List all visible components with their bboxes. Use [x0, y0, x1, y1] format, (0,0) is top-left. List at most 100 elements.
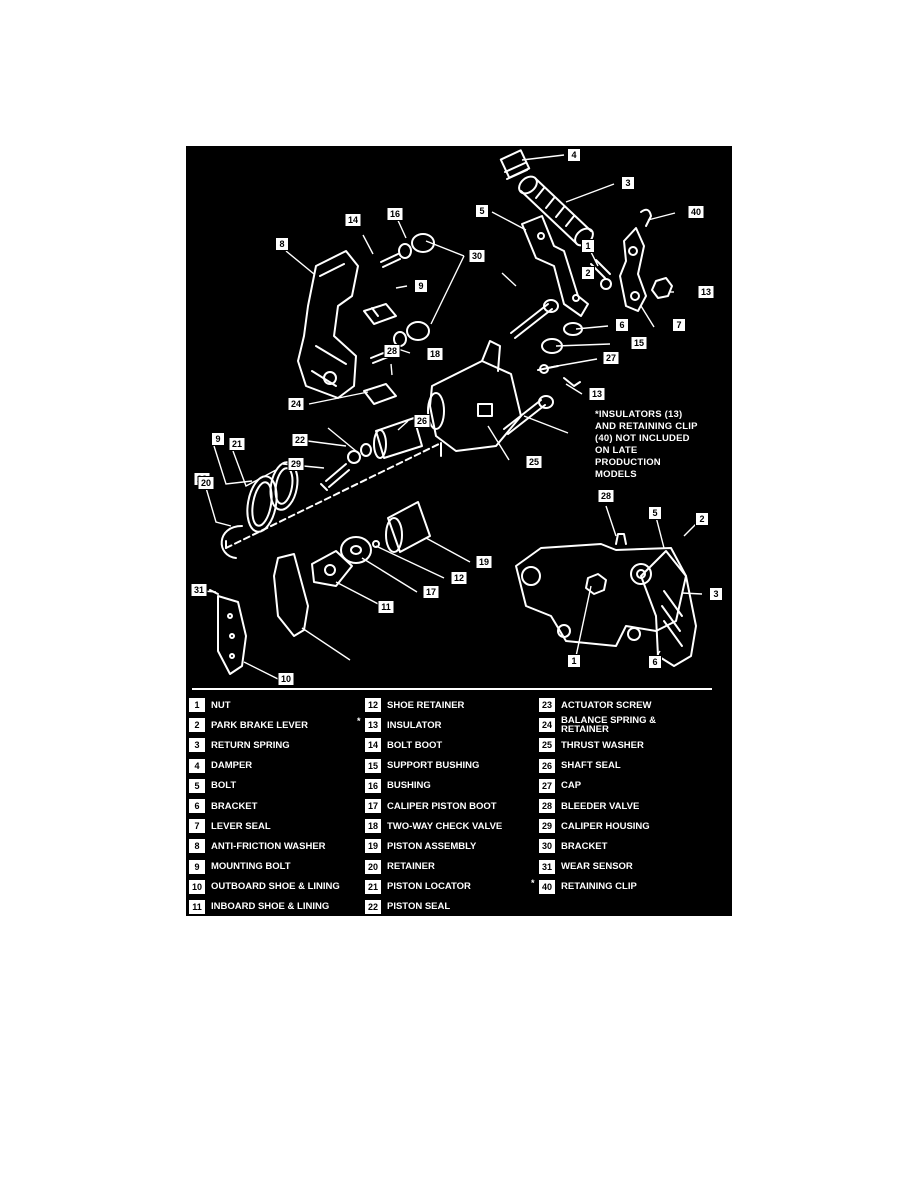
callout-number: 25	[529, 457, 539, 467]
legend-label: BALANCE SPRING & RETAINER	[561, 715, 657, 736]
callout-25: 25	[525, 455, 543, 469]
callout-3: 3	[709, 587, 723, 601]
callout-13: 13	[697, 285, 715, 299]
callout-box	[413, 414, 431, 428]
legend-number: 20	[364, 858, 382, 875]
assembly-guide-ticks	[225, 442, 442, 549]
callout-number: 31	[194, 585, 204, 595]
legend-item: 1 NUT	[188, 695, 340, 715]
callout-19: 19	[475, 555, 493, 569]
legend-number: 14	[364, 737, 382, 754]
callout-number: 7	[676, 320, 681, 330]
legend-number: 15	[364, 757, 382, 774]
legend-label: INSULATOR	[387, 719, 442, 731]
callout-number: 11	[381, 602, 391, 612]
legend-asterisk: *	[531, 877, 535, 888]
callout-number: 16	[390, 209, 400, 219]
callout-box	[672, 318, 686, 332]
callout-box	[648, 655, 662, 669]
legend-number: 23	[538, 697, 556, 714]
callout-number: 10	[281, 674, 291, 684]
legend-label: BUSHING	[387, 780, 431, 792]
legend-number: 11	[188, 898, 206, 915]
legend-number: 9	[188, 858, 206, 875]
legend-label: CALIPER PISTON BOOT	[387, 800, 497, 812]
mounting-bolt-part	[503, 299, 559, 435]
legend-number: 30	[538, 838, 556, 855]
callout-box	[630, 336, 648, 350]
legend-label: ANTI-FRICTION WASHER	[211, 840, 326, 852]
callout-30: 30	[468, 249, 486, 263]
piston-internal-parts	[320, 417, 423, 491]
callout-number: 27	[606, 353, 616, 363]
inboard-shoe-part	[273, 553, 309, 637]
callout-number: 8	[279, 239, 284, 249]
callout-box	[525, 455, 543, 469]
legend-number: 13	[364, 717, 382, 734]
legend-label: WEAR SENSOR	[561, 861, 633, 873]
legend-label: BRACKET	[211, 800, 258, 812]
callout-number: 1	[571, 656, 576, 666]
legend-label: ACTUATOR SCREW	[561, 699, 652, 711]
legend-number: 31	[538, 858, 556, 875]
legend-label: NUT	[211, 699, 231, 711]
callout-number: 6	[652, 657, 657, 667]
callout-24: 24	[287, 397, 305, 411]
callout-number: 19	[479, 557, 489, 567]
legend-label: SHAFT SEAL	[561, 760, 621, 772]
callout-1: 1	[581, 239, 595, 253]
legend-number: 1	[188, 697, 206, 714]
callout-box	[377, 600, 395, 614]
callout-number: 4	[571, 150, 576, 160]
legend-item: 23 ACTUATOR SCREW	[538, 695, 681, 715]
lever-seal-and-washer-part	[541, 322, 583, 354]
callout-box	[567, 654, 581, 668]
callout-number: 17	[426, 587, 436, 597]
legend-number: 3	[188, 737, 206, 754]
callout-number: 5	[652, 508, 657, 518]
callout-box	[197, 476, 215, 490]
callout-number: 20	[201, 478, 211, 488]
callout-box	[414, 279, 428, 293]
callout-number: 3	[713, 589, 718, 599]
callout-box	[190, 583, 208, 597]
callout-28: 28	[383, 344, 401, 358]
nut-part	[651, 277, 673, 299]
callout-22: 22	[291, 433, 309, 447]
callout-number: 22	[295, 435, 305, 445]
legend-label: RETAINER	[387, 861, 435, 873]
legend-label: OUTBOARD SHOE & LINING	[211, 881, 340, 893]
callout-number: 40	[691, 207, 701, 217]
legend-number: 16	[364, 777, 382, 794]
legend-label: SHOE RETAINER	[387, 699, 465, 711]
park-brake-lever-part	[619, 208, 652, 312]
callout-number: 14	[348, 215, 358, 225]
legend-divider	[192, 688, 712, 690]
legend-number: 18	[364, 818, 382, 835]
callout-number: 28	[387, 346, 397, 356]
callout-number: 3	[625, 178, 630, 188]
legend-number: 40	[538, 878, 556, 895]
shoe-retainer-part	[311, 550, 353, 587]
legend-label: BOLT	[211, 780, 237, 792]
piston-assembly-part	[372, 501, 431, 553]
callout-21: 21	[228, 437, 246, 451]
callout-8: 8	[275, 237, 289, 251]
exploded-parts-drawing: 4340161430851139276151828271324269212225…	[190, 148, 723, 686]
callout-box	[567, 148, 581, 162]
